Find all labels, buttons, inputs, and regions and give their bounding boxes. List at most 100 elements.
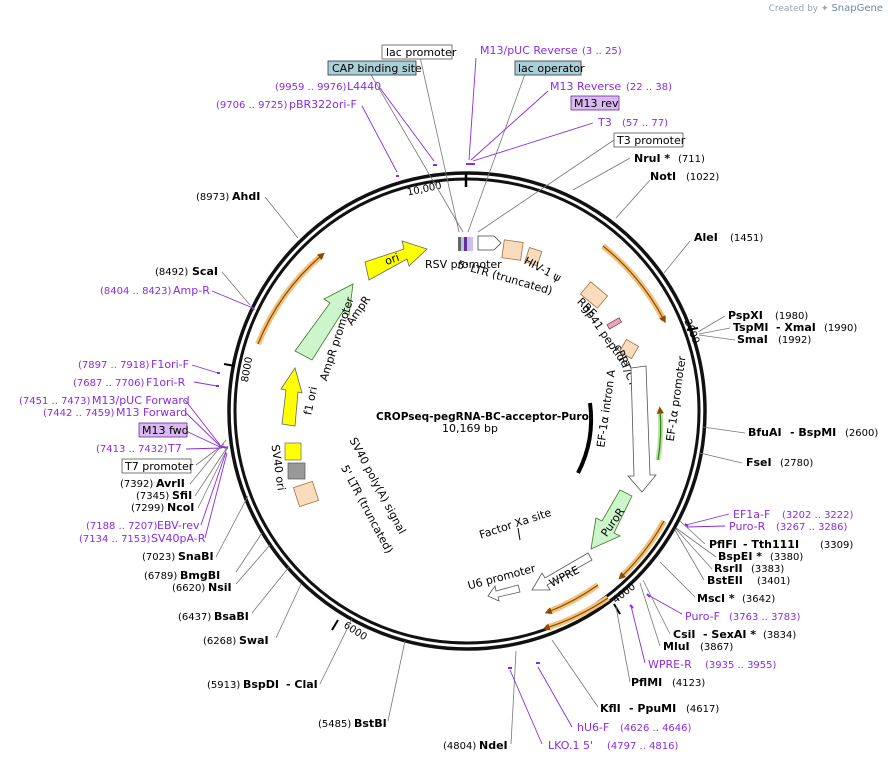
primer-lko-pos: (4797 .. 4816) xyxy=(607,741,679,752)
credit-brand: SnapGene xyxy=(831,3,883,14)
leader-line xyxy=(467,73,526,233)
plasmid-name: CROPseq-pegRNA-BC-acceptor-Puro xyxy=(376,411,589,423)
primer-f1orir-pos: (7687 .. 7706) xyxy=(73,378,145,389)
hiv-psi-block xyxy=(524,246,543,267)
enzyme-nrui: NruI * xyxy=(634,152,670,165)
feature-rsv-promoter: RSV promoter xyxy=(425,258,502,271)
tick-mark xyxy=(613,603,621,615)
primer-leader xyxy=(193,381,218,387)
ltr5b-block xyxy=(292,480,320,508)
primer-leader xyxy=(685,513,730,526)
gp41-block xyxy=(606,317,623,330)
primer-leader xyxy=(468,57,477,161)
primer-hu6f: hU6-F xyxy=(577,721,609,734)
leader-line xyxy=(251,566,290,614)
leader-line xyxy=(642,579,671,635)
enzyme-ahdi: AhdI xyxy=(232,190,260,203)
primer-m13puc-fwd: M13/pUC Forward xyxy=(92,394,190,407)
enzyme-ndei: NdeI xyxy=(479,739,508,752)
enzyme-tth: - Tth111I xyxy=(743,538,799,551)
leader-line xyxy=(615,606,631,683)
orf-arc-1 xyxy=(601,243,667,322)
leader-line xyxy=(195,443,225,466)
feature-f1ori: f1 ori xyxy=(301,385,320,416)
primer-sv40pa: SV40pA-R xyxy=(151,532,206,545)
feature-ef1a-intron: EF-1α intron A xyxy=(594,368,618,448)
orf-arrow-3 xyxy=(544,584,599,615)
enzyme-xmai: - XmaI xyxy=(776,321,816,334)
tick-label: 8000 xyxy=(240,356,255,383)
feature-block xyxy=(470,237,473,251)
leader-line xyxy=(510,650,517,745)
enzyme-bmgbi-pos: (6789) xyxy=(144,571,177,582)
enzyme-nsii: NsiI xyxy=(208,581,232,594)
enzyme-csii-pos: (3834) xyxy=(763,630,796,641)
enzyme-pflmi: PflMI xyxy=(631,676,662,689)
ampr-arrow xyxy=(294,283,354,361)
feature-ef1a-promoter: EF-1α promoter xyxy=(664,355,689,442)
enzyme-ahdi-pos: (8973) xyxy=(196,192,229,203)
enzyme-kfli-pos: (4617) xyxy=(686,704,719,715)
primer-leader xyxy=(379,87,435,162)
enzyme-mlui: MluI xyxy=(663,640,690,653)
rsv-promoter-arrow xyxy=(477,235,502,251)
primer-m13puc-rev-pos: (3 .. 25) xyxy=(582,46,622,57)
primer-m13puc-fwd-pos: (7451 .. 7473) xyxy=(19,396,91,407)
primer-leader xyxy=(470,90,549,161)
leader-line xyxy=(477,139,615,233)
leader-line xyxy=(319,618,353,685)
enzyme-mlui-pos: (3867) xyxy=(700,642,733,653)
primer-f1orir: F1ori-R xyxy=(146,376,186,389)
m13-rev-box xyxy=(570,95,620,111)
leader-line xyxy=(639,582,661,647)
enzyme-bspei: BspEI * xyxy=(718,550,762,563)
leader-line xyxy=(675,528,713,570)
enzyme-ncoi: NcoI xyxy=(167,501,194,514)
enzyme-tspmi: TspMI xyxy=(733,321,769,334)
leader-line xyxy=(264,196,299,239)
enzyme-tspmi-pos: (1990) xyxy=(824,323,857,334)
cppt-block xyxy=(618,338,640,360)
enzyme-pflfi-pos: (3309) xyxy=(820,540,853,551)
leader-line xyxy=(235,532,263,573)
primer-leader xyxy=(472,122,594,162)
primer-ampr-pos: (8404 .. 8423) xyxy=(100,286,172,297)
enzyme-rsrii: RsrII xyxy=(714,562,743,575)
enzyme-nsii-pos: (6620) xyxy=(172,583,205,594)
tick-mark xyxy=(223,363,236,367)
leader-line xyxy=(674,529,705,581)
cap-site-box xyxy=(327,60,417,76)
primer-m13-reverse: M13 Reverse xyxy=(550,80,621,93)
leader-line xyxy=(275,583,302,639)
leader-line xyxy=(369,72,464,233)
primer-leader xyxy=(537,666,573,728)
enzyme-bstbi-pos: (5485) xyxy=(318,719,351,730)
enzyme-avrii-pos: (7392) xyxy=(120,479,153,490)
tick-label: 4000 xyxy=(611,581,638,605)
enzyme-pflmi-pos: (4123) xyxy=(672,678,705,689)
enzyme-avrii: AvrII xyxy=(156,477,185,490)
primer-purof: Puro-F xyxy=(685,610,720,623)
feature-factorxa: Factor Xa site xyxy=(478,506,553,542)
primer-leader xyxy=(200,451,227,526)
primer-sv40pa-pos: (7134 .. 7153) xyxy=(79,534,151,545)
sv40-polya-block xyxy=(287,462,306,480)
feature-block xyxy=(464,237,467,251)
leader-line xyxy=(699,452,743,464)
enzyme-fsei: FseI xyxy=(746,456,772,469)
leader-line xyxy=(659,561,696,598)
primer-l4440: L4440 xyxy=(347,80,381,93)
lac-operator-box xyxy=(514,60,582,76)
enzyme-pspxi-pos: (1980) xyxy=(775,311,808,322)
credit-prefix: Created by xyxy=(768,4,819,14)
primer-ef1af: EF1a-F xyxy=(733,508,770,521)
enzyme-bmgbi: BmgBI xyxy=(180,569,220,582)
enzyme-bstbi: BstBI xyxy=(354,717,387,730)
leader-line xyxy=(221,271,251,306)
puror-arrow xyxy=(590,489,633,550)
wpre-arrow xyxy=(531,552,593,591)
enzyme-bsteii-pos: (3401) xyxy=(757,576,790,587)
enzyme-swai-pos: (6268) xyxy=(203,636,236,647)
enzyme-scai-pos: (8492) xyxy=(155,267,188,278)
